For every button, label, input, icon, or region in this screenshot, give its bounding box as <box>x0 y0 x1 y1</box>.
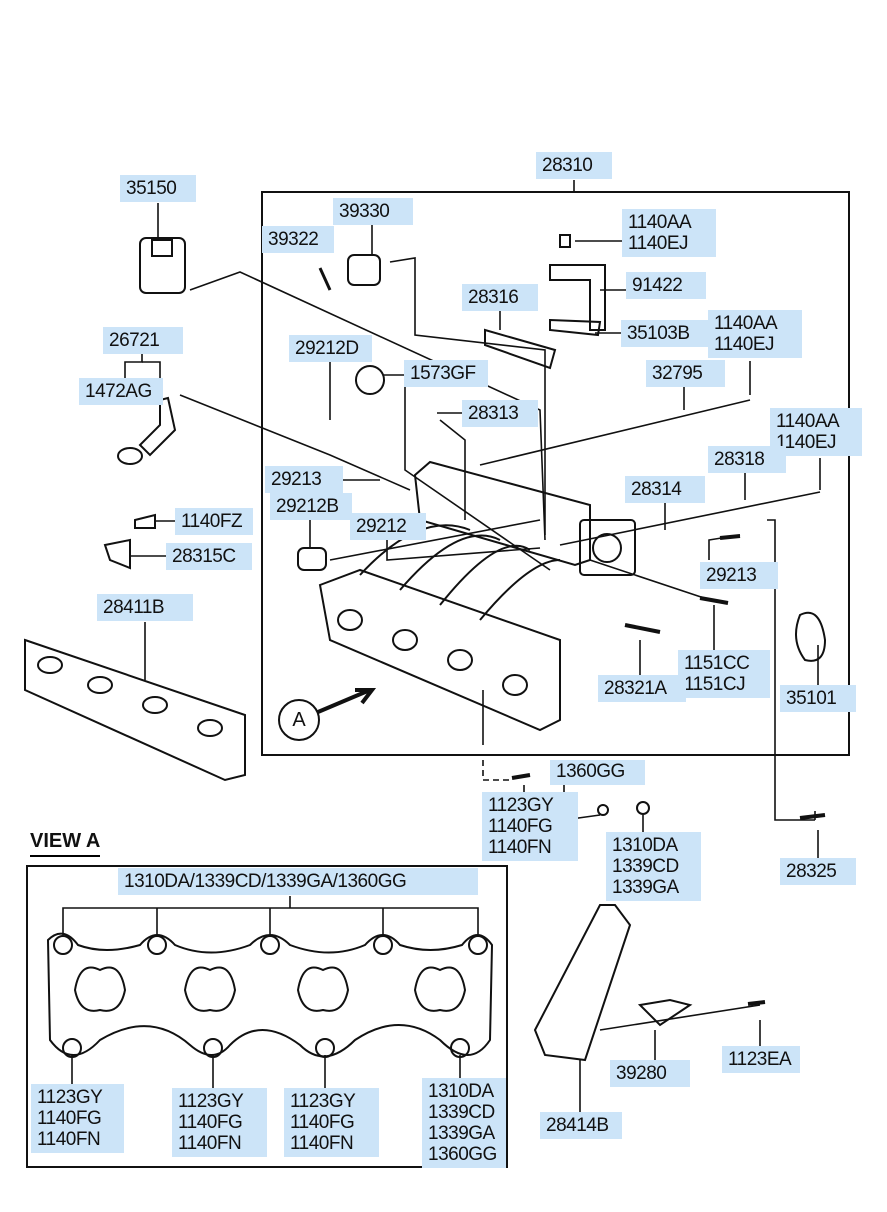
part-28315c <box>103 538 131 570</box>
part-label-1360gg[interactable]: 1360GG <box>550 760 645 785</box>
part-label-1310da-top[interactable]: 1310DA 1339CD 1339GA <box>606 832 701 901</box>
part-label-28325[interactable]: 28325 <box>780 858 856 885</box>
part-35103b <box>549 318 602 337</box>
part-1151cc <box>699 596 729 605</box>
part-label-28310[interactable]: 28310 <box>536 152 612 179</box>
part-label-1140aa-2[interactable]: 1140AA 1140EJ <box>708 310 802 358</box>
part-35150 <box>139 237 186 294</box>
view-a-ports <box>73 966 467 1012</box>
part-label-28315c[interactable]: 28315C <box>166 543 252 570</box>
part-1140fz <box>134 513 156 529</box>
part-label-view-a-bottom-1[interactable]: 1123GY 1140FG 1140FN <box>31 1084 124 1153</box>
part-label-26721[interactable]: 26721 <box>103 327 183 354</box>
part-label-1123ea[interactable]: 1123EA <box>722 1046 800 1073</box>
part-label-32795[interactable]: 32795 <box>646 360 725 387</box>
part-1310da-nut <box>636 801 650 815</box>
view-a-gasket <box>46 932 494 1058</box>
part-39330 <box>347 254 381 286</box>
part-label-28313[interactable]: 28313 <box>462 400 538 427</box>
part-label-29212d[interactable]: 29212D <box>289 335 372 362</box>
part-label-1140fz[interactable]: 1140FZ <box>175 508 253 535</box>
part-label-28318[interactable]: 28318 <box>708 446 786 473</box>
part-28325 <box>799 813 826 820</box>
part-clamp <box>117 447 143 465</box>
part-1472ag <box>138 396 177 457</box>
view-a-marker: A <box>278 699 320 741</box>
part-label-91422[interactable]: 91422 <box>626 272 706 299</box>
view-a-arrow <box>317 688 377 714</box>
part-1573gf <box>355 365 385 395</box>
part-label-39322[interactable]: 39322 <box>262 226 334 253</box>
part-label-35150[interactable]: 35150 <box>120 175 196 202</box>
part-35101 <box>795 611 827 662</box>
leader-lines <box>62 180 821 1112</box>
part-label-view-a-bottom-4[interactable]: 1310DA 1339CD 1339GA 1360GG <box>422 1078 506 1168</box>
part-28414b-bracket <box>533 904 632 1062</box>
part-1123gy-bolt <box>511 773 531 780</box>
part-label-28411b[interactable]: 28411B <box>97 594 193 621</box>
part-label-35101[interactable]: 35101 <box>780 685 856 712</box>
view-a-heading: VIEW A <box>30 830 101 857</box>
view-a-bolt-holes <box>53 935 488 1058</box>
part-label-39280[interactable]: 39280 <box>610 1060 690 1087</box>
part-label-1573gf[interactable]: 1573GF <box>404 360 488 387</box>
view-a-frame <box>26 865 508 1168</box>
part-label-29212[interactable]: 29212 <box>350 513 426 540</box>
part-91422 <box>549 264 606 331</box>
part-29212b <box>297 547 327 571</box>
part-39322 <box>318 267 332 291</box>
part-1123ea <box>747 1000 766 1006</box>
part-28321a <box>624 623 661 634</box>
part-label-view-a-top[interactable]: 1310DA/1339CD/1339GA/1360GG <box>118 868 478 895</box>
part-28411b-gasket <box>24 638 246 782</box>
part-39280 <box>637 998 693 1027</box>
part-label-28314[interactable]: 28314 <box>625 476 705 503</box>
manifold-assembly-frame <box>261 191 850 756</box>
bolt-1140aa <box>559 234 571 248</box>
part-label-28321a[interactable]: 28321A <box>598 675 686 702</box>
part-label-28316[interactable]: 28316 <box>462 284 538 311</box>
part-label-29213-b[interactable]: 29213 <box>700 562 778 589</box>
part-29213 <box>719 534 741 540</box>
part-1360gg-washer <box>597 804 609 816</box>
part-label-29212b[interactable]: 29212B <box>270 493 352 520</box>
part-label-view-a-bottom-2[interactable]: 1123GY 1140FG 1140FN <box>172 1088 267 1157</box>
part-label-29213-a[interactable]: 29213 <box>265 466 343 493</box>
part-label-1140aa-3[interactable]: 1140AA 1140EJ <box>770 408 862 456</box>
part-label-1472ag[interactable]: 1472AG <box>79 378 163 405</box>
part-label-1151cc[interactable]: 1151CC 1151CJ <box>678 650 770 698</box>
part-label-39330[interactable]: 39330 <box>333 198 413 225</box>
part-label-view-a-bottom-3[interactable]: 1123GY 1140FG 1140FN <box>284 1088 379 1157</box>
part-label-35103b[interactable]: 35103B <box>621 320 709 347</box>
part-28316 <box>484 328 557 370</box>
part-label-1123gy-top[interactable]: 1123GY 1140FG 1140FN <box>482 792 578 861</box>
part-label-1140aa-1[interactable]: 1140AA 1140EJ <box>622 209 716 257</box>
part-label-28414b[interactable]: 28414B <box>540 1112 622 1139</box>
